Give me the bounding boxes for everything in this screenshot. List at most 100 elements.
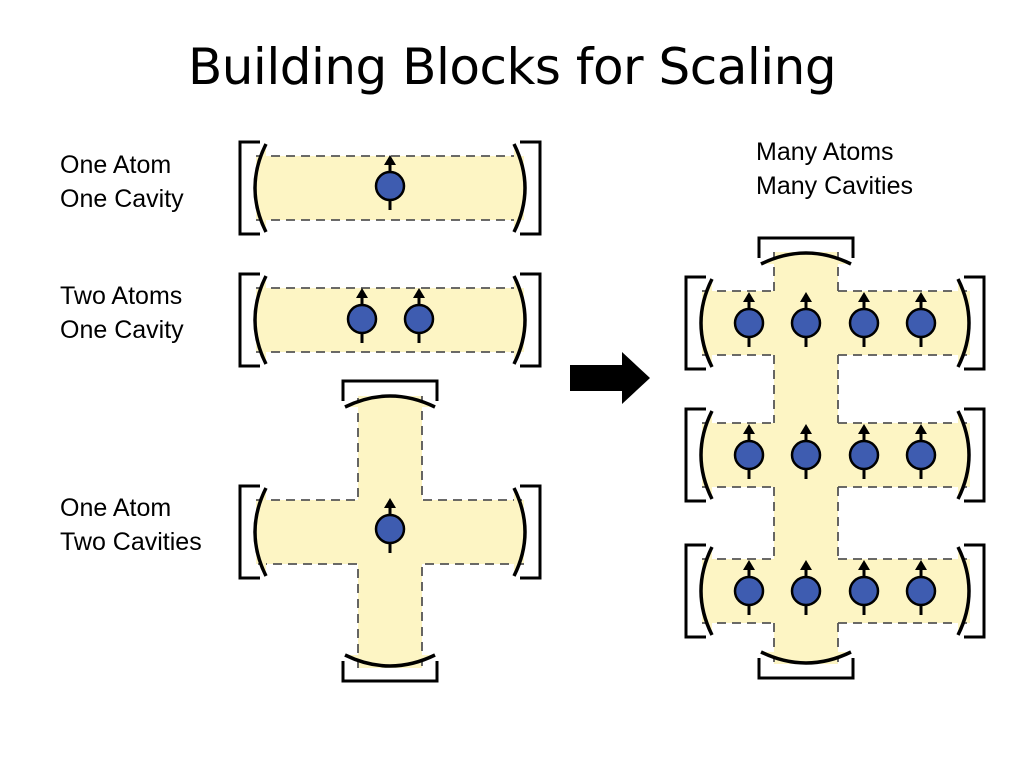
spin-arrowhead	[800, 560, 812, 570]
spin-up-atom-icon	[374, 155, 406, 210]
mirror-frame	[684, 543, 706, 639]
atom-body	[346, 303, 378, 335]
atom-body	[905, 439, 937, 471]
spin-arrowhead	[915, 560, 927, 570]
atom-body	[848, 439, 880, 471]
spin-arrowhead	[858, 424, 870, 434]
atom-body	[790, 439, 822, 471]
right-arrow-icon	[570, 352, 650, 404]
mirror-frame	[757, 658, 855, 680]
label-line: One Cavity	[60, 316, 184, 344]
spin-up-atom-icon	[905, 560, 937, 615]
arrow-shape	[570, 352, 650, 404]
label-line: Two Cavities	[60, 528, 202, 556]
mirror-left	[253, 143, 268, 233]
label-line: Many Cavities	[756, 172, 913, 200]
spin-arrowhead	[858, 292, 870, 302]
beam-edge	[702, 252, 970, 664]
spin-arrowhead	[384, 155, 396, 165]
mirror-left	[699, 546, 714, 636]
spin-up-atom-icon	[848, 292, 880, 347]
label-line: One Cavity	[60, 185, 184, 213]
atom-body	[733, 307, 765, 339]
spin-up-atom-icon	[848, 424, 880, 479]
mirror-bottom	[344, 653, 436, 668]
cavity-beam	[256, 288, 524, 352]
mirror-frame	[341, 661, 439, 683]
spin-arrowhead	[858, 560, 870, 570]
mirror-frame	[520, 140, 542, 236]
spin-up-atom-icon	[346, 288, 378, 343]
mirror-frame	[238, 272, 260, 368]
spin-up-atom-icon	[733, 560, 765, 615]
atom-body	[403, 303, 435, 335]
spin-up-atom-icon	[374, 498, 406, 553]
spin-up-atom-icon	[905, 292, 937, 347]
atom-body	[848, 307, 880, 339]
mirror-top	[344, 394, 436, 409]
mirror-right	[956, 546, 971, 636]
spin-arrowhead	[800, 292, 812, 302]
mirror-frame	[964, 275, 986, 371]
cavity-many-atoms-many-cavities	[684, 236, 986, 680]
atom-body	[905, 575, 937, 607]
mirror-left	[253, 487, 268, 577]
label-one-atom-one-cavity: One Atom One Cavity	[60, 148, 184, 216]
mirror-left	[699, 410, 714, 500]
mirror-frame	[238, 484, 260, 580]
spin-up-atom-icon	[790, 560, 822, 615]
spin-arrowhead	[743, 292, 755, 302]
atom-body	[374, 513, 406, 545]
spin-arrowhead	[384, 498, 396, 508]
mirror-frame	[520, 272, 542, 368]
spin-up-atom-icon	[403, 288, 435, 343]
atom-body	[374, 170, 406, 202]
mirror-right	[512, 275, 527, 365]
mirror-frame	[757, 236, 855, 258]
label-line: One Atom	[60, 494, 172, 522]
label-many-atoms-many-cavities: Many Atoms Many Cavities	[756, 135, 913, 203]
spin-up-atom-icon	[848, 560, 880, 615]
spin-arrowhead	[356, 288, 368, 298]
mirror-frame	[341, 379, 439, 401]
spin-up-atom-icon	[790, 424, 822, 479]
mirror-right	[512, 487, 527, 577]
mirror-bottom	[760, 650, 852, 665]
cavity-two-atoms-one-cavity	[238, 272, 542, 368]
spin-up-atom-icon	[905, 424, 937, 479]
atom-body	[790, 575, 822, 607]
mirror-frame	[520, 484, 542, 580]
atom-body	[733, 575, 765, 607]
mirror-frame	[684, 275, 706, 371]
atom-body	[790, 307, 822, 339]
mirror-frame	[238, 140, 260, 236]
mirror-top	[760, 251, 852, 266]
mirror-left	[699, 278, 714, 368]
label-line: Many Atoms	[756, 138, 894, 166]
spin-up-atom-icon	[733, 292, 765, 347]
spin-arrowhead	[743, 424, 755, 434]
spin-up-atom-icon	[790, 292, 822, 347]
spin-arrowhead	[413, 288, 425, 298]
mirror-right	[956, 278, 971, 368]
spin-arrowhead	[915, 292, 927, 302]
label-line: One Atom	[60, 151, 172, 179]
label-one-atom-two-cavities: One Atom Two Cavities	[60, 491, 202, 559]
spin-arrowhead	[915, 424, 927, 434]
atom-body	[848, 575, 880, 607]
mirror-right	[956, 410, 971, 500]
atom-body	[733, 439, 765, 471]
cavity-one-atom-two-cavities	[238, 379, 542, 683]
slide-title: Building Blocks for Scaling	[187, 38, 837, 96]
spin-arrowhead	[800, 424, 812, 434]
mirror-frame	[964, 543, 986, 639]
label-two-atoms-one-cavity: Two Atoms One Cavity	[60, 279, 184, 347]
spin-up-atom-icon	[733, 424, 765, 479]
mirror-right	[512, 143, 527, 233]
spin-arrowhead	[743, 560, 755, 570]
label-line: Two Atoms	[60, 282, 183, 310]
mirror-left	[253, 275, 268, 365]
atom-body	[905, 307, 937, 339]
